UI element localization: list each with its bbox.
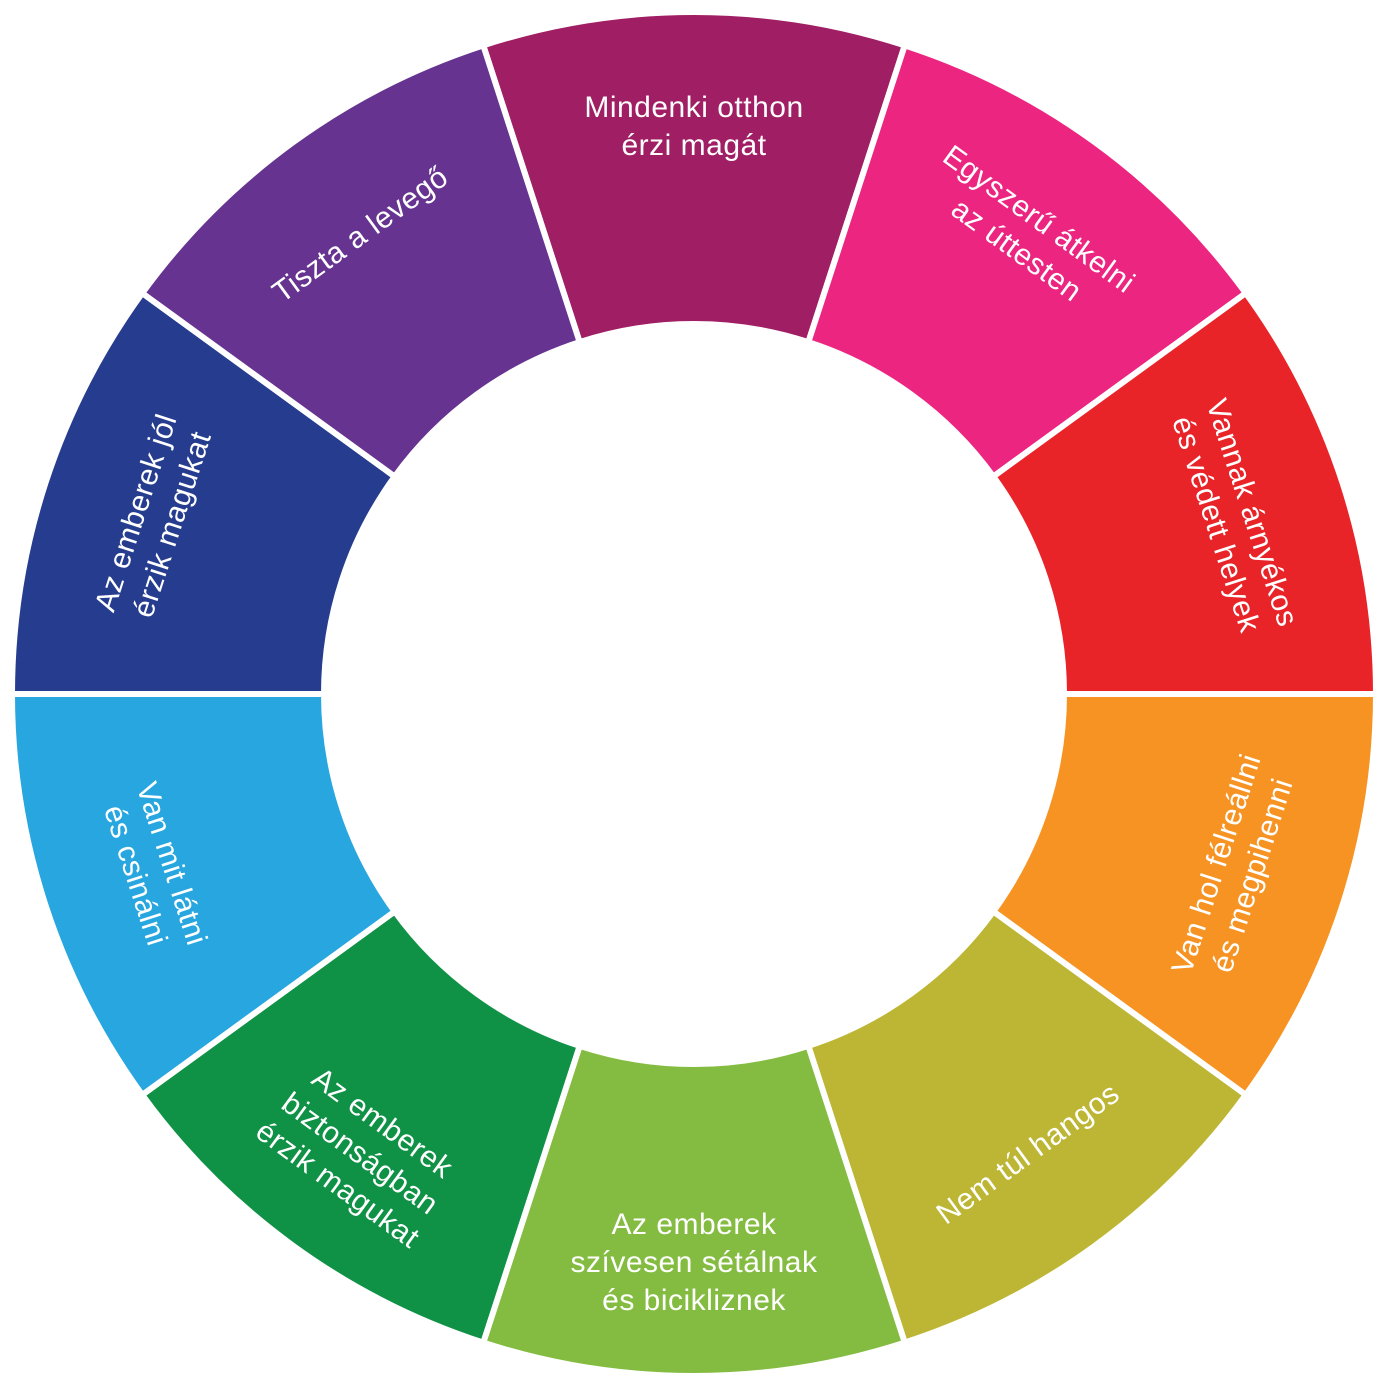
segment-label-setalnak: Az emberek szívesen sétálnak és biciklizne… <box>571 1208 818 1317</box>
segment-arnyek <box>989 288 1380 697</box>
segment-atkelni <box>804 41 1250 481</box>
segment-otthon <box>479 9 909 346</box>
segment-label-line: szívesen sétálnak <box>571 1246 818 1279</box>
segment-levego <box>138 41 584 481</box>
segment-label-otthon: Mindenki otthon érzi magát <box>584 91 803 162</box>
segment-label-line: érzi magát <box>621 129 766 162</box>
segment-label-line: Mindenki otthon <box>584 91 803 124</box>
segment-pihenni <box>989 691 1380 1100</box>
segment-hangos <box>804 907 1250 1347</box>
segment-label-line: és bicikliznek <box>602 1284 786 1317</box>
segment-setalnak <box>479 1042 909 1379</box>
segment-jol <box>8 288 399 697</box>
segment-latni <box>8 691 399 1100</box>
segment-label-line: Az emberek <box>611 1208 777 1241</box>
segment-biztonsag <box>138 907 584 1347</box>
